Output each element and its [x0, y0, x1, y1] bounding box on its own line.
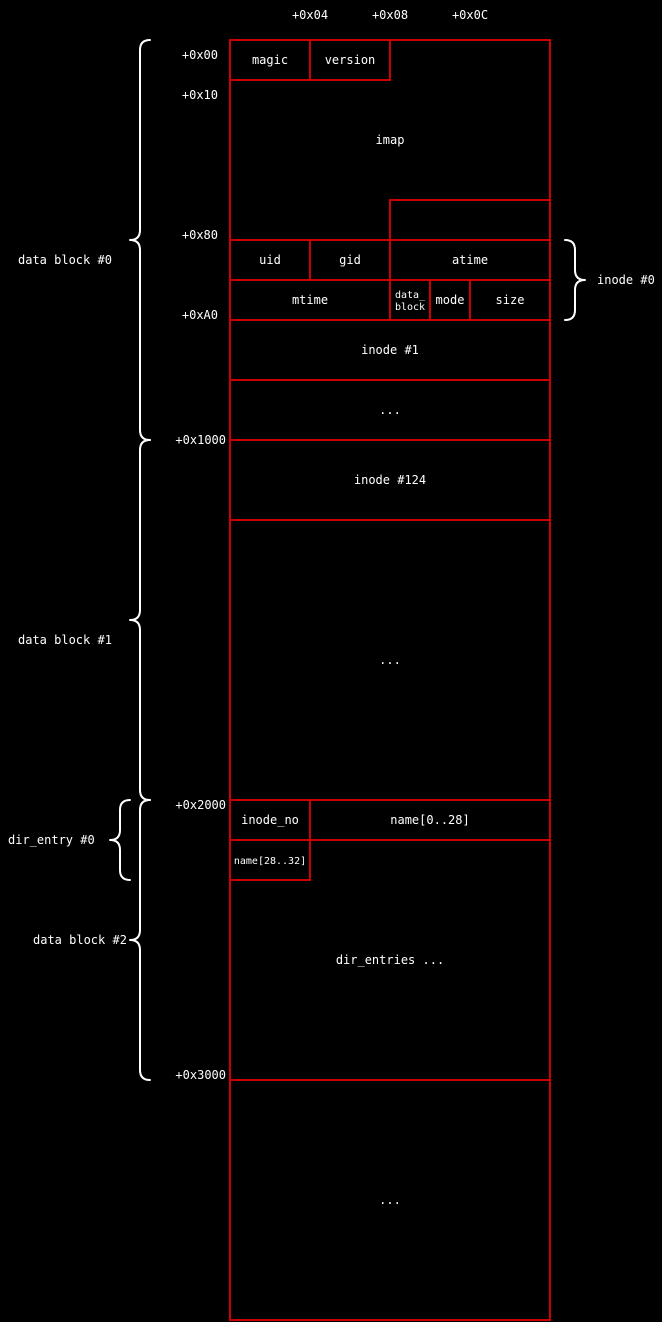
data-block-1-label: data block #1	[18, 633, 112, 647]
magic-label: magic	[252, 53, 288, 67]
data-block-2-label: data block #2	[33, 933, 127, 947]
row-offset-0x2000: +0x2000	[175, 798, 226, 812]
column-offset-0x0c: +0x0C	[452, 8, 488, 22]
inode-ellipsis-label: ...	[379, 403, 401, 417]
row-offset-0x80: +0x80	[182, 228, 218, 242]
name-28-32-label: name[28..32]	[234, 856, 306, 867]
imap-tail-cell	[389, 199, 551, 241]
row-offset-0x1000: +0x1000	[175, 433, 226, 447]
gid-label: gid	[339, 253, 361, 267]
data-block-label-line2: block	[395, 302, 425, 313]
row-offset-0x00: +0x00	[182, 48, 218, 62]
data-block-1-brace	[129, 439, 151, 801]
inode-124-label: inode #124	[354, 473, 426, 487]
inode-1-label: inode #1	[361, 343, 419, 357]
version-cell	[309, 39, 391, 81]
inode-0-label: inode #0	[597, 273, 655, 287]
mtime-label: mtime	[292, 293, 328, 307]
column-offset-0x04: +0x04	[292, 8, 328, 22]
uid-label: uid	[259, 253, 281, 267]
dir-entries-label: dir_entries ...	[336, 953, 444, 967]
atime-label: atime	[452, 253, 488, 267]
dir-entry-0-label: dir_entry #0	[8, 833, 95, 847]
data-block-1-ellipsis-label: ...	[379, 653, 401, 667]
row-offset-0xa0: +0xA0	[182, 308, 218, 322]
row-offset-0x10: +0x10	[182, 88, 218, 102]
dir-entry-0-brace	[109, 799, 131, 881]
version-label: version	[325, 53, 376, 67]
data-block-3-ellipsis-label: ...	[379, 1193, 401, 1207]
inode-124-cell	[229, 439, 551, 521]
size-label: size	[496, 293, 525, 307]
data-block-0-brace	[129, 39, 151, 441]
column-offset-0x08: +0x08	[372, 8, 408, 22]
row-offset-0x3000: +0x3000	[175, 1068, 226, 1082]
dir-entries-cell	[229, 839, 551, 1081]
inode-0-brace	[564, 239, 586, 321]
name-0-28-label: name[0..28]	[390, 813, 469, 827]
data-block-label-line1: data_	[395, 290, 426, 301]
mode-label: mode	[436, 293, 465, 307]
data-block-2-brace	[129, 799, 151, 1081]
data-block-0-label: data block #0	[18, 253, 112, 267]
inode-no-label: inode_no	[241, 813, 299, 827]
imap-label: imap	[376, 133, 405, 147]
